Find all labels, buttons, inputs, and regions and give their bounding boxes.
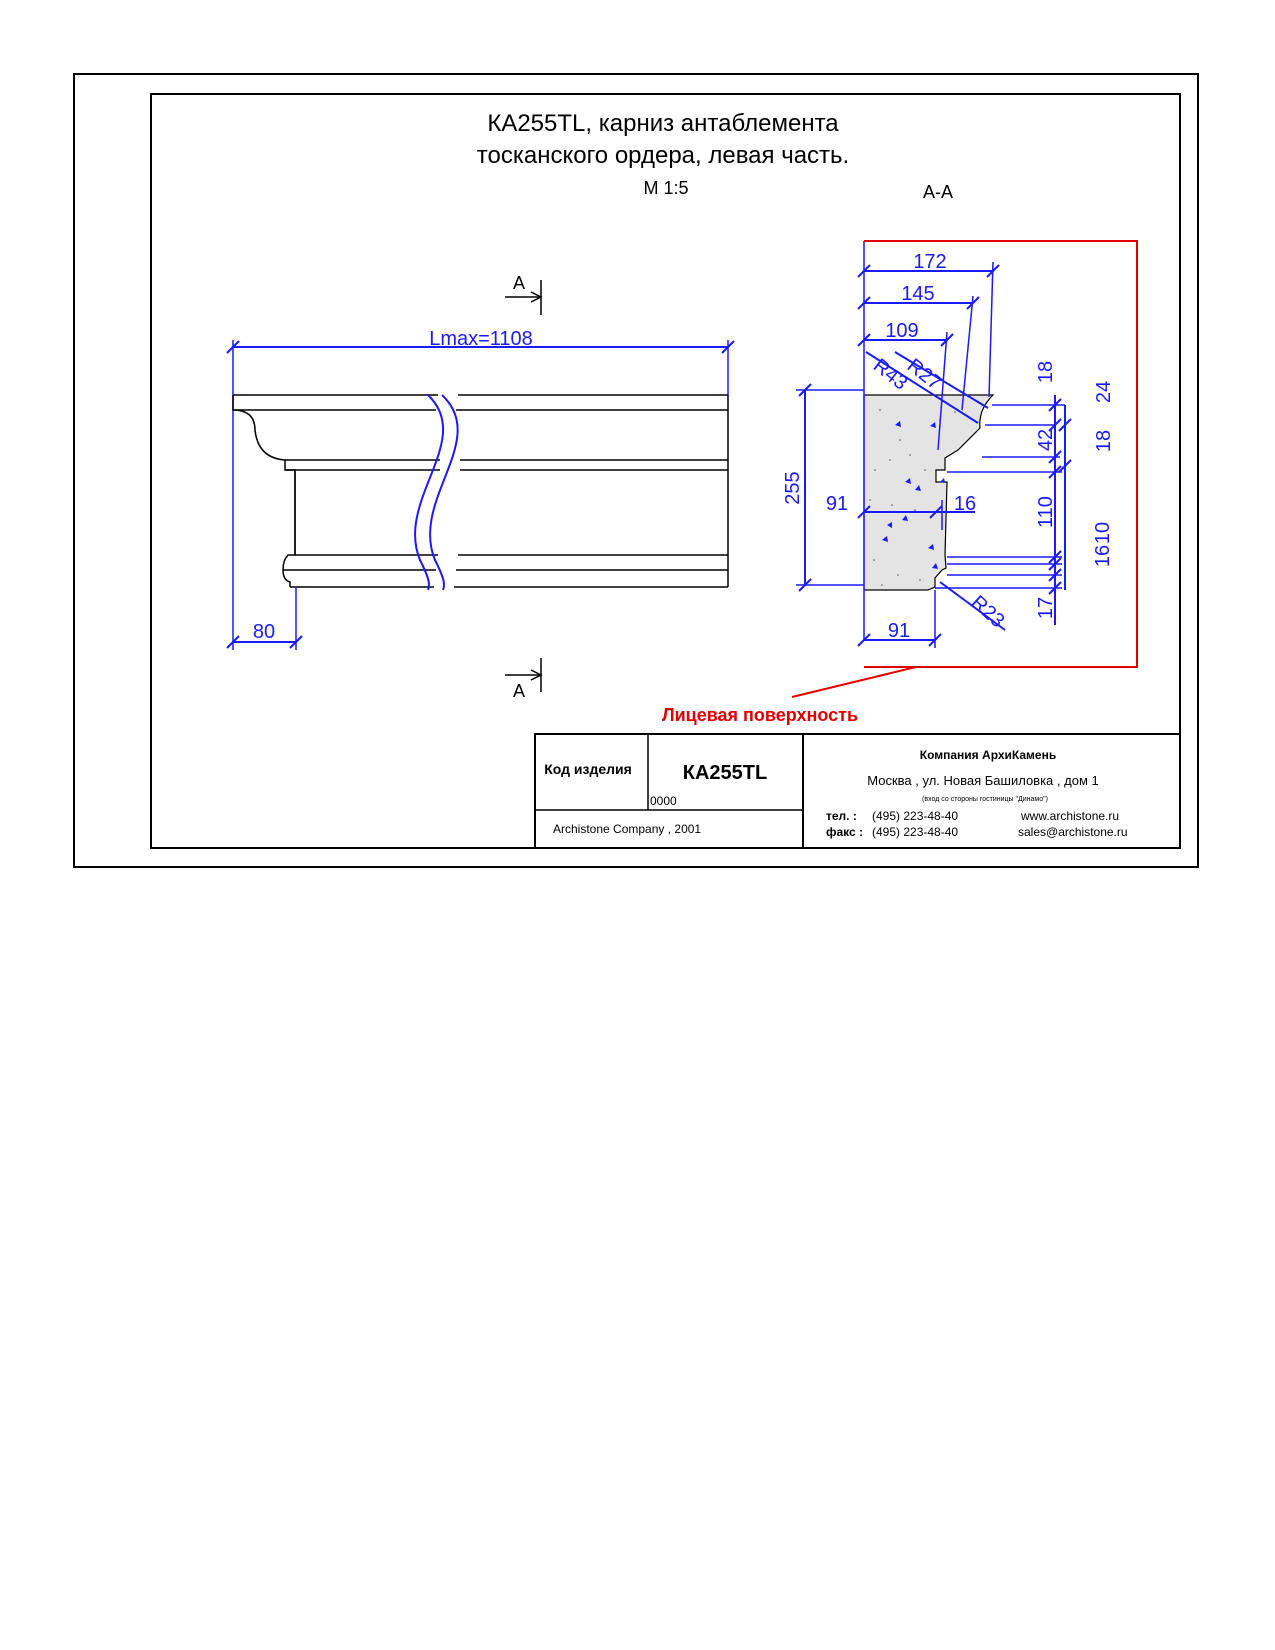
outer-frame (73, 73, 1199, 868)
company-address: Москва , ул. Новая Башиловка , дом 1 (867, 773, 1098, 788)
dim-42: 42 (1035, 429, 1057, 451)
elevation-view: Lmax=1108 (226, 273, 735, 701)
face-surface-label: Лицевая поверхность (662, 705, 858, 725)
arrow-icon (530, 291, 543, 303)
dim-10: 10 (1092, 522, 1114, 544)
address-note: (вход со стороны гостиницы "Динамо") (922, 796, 1048, 803)
depth-label: 80 (253, 621, 275, 643)
section-body (863, 394, 995, 591)
tel-label: тел. : (826, 809, 857, 823)
dim-91-bottom: 91 (888, 620, 910, 642)
code-value: КА255TL (683, 762, 767, 784)
radius-r23: R23 (967, 591, 1009, 632)
face-surface-leader (791, 666, 917, 698)
title-block: Код изделия КА255TL 0000 Archistone Comp… (534, 733, 1181, 849)
dim-109: 109 (885, 320, 918, 342)
fax-number: (495) 223-48-40 (872, 825, 958, 839)
email: sales@archistone.ru (1018, 825, 1128, 839)
arrow-icon (530, 669, 543, 681)
dim-16-mid: 16 (954, 493, 976, 515)
dim-172: 172 (913, 251, 946, 273)
company-name: Компания АрхиКамень (920, 748, 1056, 762)
dimension-tick (289, 635, 303, 649)
dimension-tick (721, 340, 735, 354)
dim-16-right: 16 (1092, 545, 1114, 567)
radius-leader-r27 (894, 351, 989, 409)
dimension-tick (226, 635, 240, 649)
website: www.archistone.ru (1020, 809, 1119, 823)
break-line-left (414, 394, 445, 591)
dim-18-top: 18 (1035, 361, 1057, 383)
dim-91-mid: 91 (826, 493, 848, 515)
fax-label: факс : (826, 825, 863, 839)
title-block-frame (534, 733, 1181, 849)
section-label: А-А (923, 182, 953, 202)
section-view: 172 145 109 R27 R43 255 91 16 (662, 240, 1138, 725)
code-number: 0000 (650, 794, 677, 808)
height-255: 255 (782, 471, 804, 504)
radius-r43: R43 (869, 355, 911, 395)
cut-label-bottom: А (513, 681, 525, 701)
dim-24: 24 (1093, 381, 1115, 403)
cornice-profile (232, 395, 296, 587)
drawing-scale: М 1:5 (643, 178, 688, 198)
face-surface-outline (864, 240, 1138, 668)
dim-18-mid: 18 (1093, 430, 1115, 452)
dim-145: 145 (901, 283, 934, 305)
cut-label-top: А (513, 273, 525, 293)
copyright: Archistone Company , 2001 (553, 822, 701, 836)
dimension-tick (226, 340, 240, 354)
drawing-title-line1: КА255TL, карниз антаблемента (487, 110, 839, 137)
code-label: Код изделия (544, 761, 632, 777)
dim-17: 17 (1035, 597, 1057, 619)
drawing-title-line2: тосканского ордера, левая часть. (477, 142, 849, 169)
break-line-right (429, 394, 459, 591)
dim-110: 110 (1035, 496, 1057, 528)
radius-leader-r43 (865, 351, 979, 424)
length-label: Lmax=1108 (429, 328, 533, 350)
tel-number: (495) 223-48-40 (872, 809, 958, 823)
